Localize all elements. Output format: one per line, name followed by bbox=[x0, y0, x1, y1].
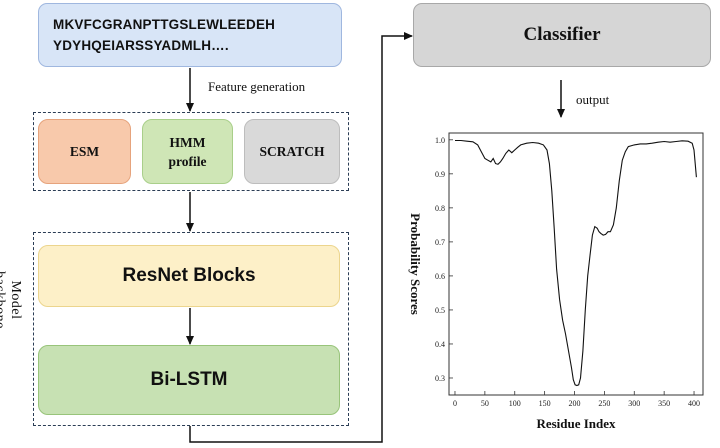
chart-x-axis-label: Residue Index bbox=[536, 416, 616, 431]
x-tick-label: 100 bbox=[509, 399, 521, 408]
classifier-label: Classifier bbox=[523, 24, 601, 45]
sequence-input-box: MKVFCGRANPTTGSLEWLEEDEH YDYHQEIARSSYADML… bbox=[38, 3, 342, 67]
feature-generation-group bbox=[33, 112, 349, 191]
hmm-profile-feature-box: HMM profile bbox=[142, 119, 233, 184]
resnet-blocks-label: ResNet Blocks bbox=[122, 265, 256, 286]
y-tick-label: 0.3 bbox=[435, 374, 445, 383]
probability-chart: 0 50 100 150 200 250 300 350 400 0.3 0.4 0.5 0.6 0.7 0… bbox=[408, 132, 704, 431]
x-tick-label: 50 bbox=[481, 399, 489, 408]
feature-generation-label: Feature generation bbox=[208, 79, 306, 94]
y-tick-label: 0.9 bbox=[435, 170, 445, 179]
model-backbone-label: Model backbone bbox=[0, 271, 23, 329]
y-tick-label: 0.8 bbox=[435, 204, 445, 213]
resnet-blocks-box: ResNet Blocks bbox=[38, 245, 340, 307]
chart-y-axis-label: Probability Scores bbox=[408, 213, 423, 315]
y-tick-label: 0.5 bbox=[435, 306, 445, 315]
x-tick-label: 150 bbox=[539, 399, 551, 408]
hmm-label-line-1: HMM bbox=[169, 134, 206, 150]
arrow-backbone-to-classifier bbox=[189, 32, 413, 443]
esm-feature-box: ESM bbox=[38, 119, 131, 184]
scratch-feature-box: SCRATCH bbox=[244, 119, 340, 184]
output-label: output bbox=[576, 92, 610, 107]
x-tick-label: 250 bbox=[598, 399, 610, 408]
sequence-text: MKVFCGRANPTTGSLEWLEEDEH YDYHQEIARSSYADML… bbox=[53, 14, 275, 56]
scratch-label: SCRATCH bbox=[259, 144, 325, 159]
series-line-probability bbox=[455, 139, 697, 387]
bi-lstm-box: Bi-LSTM bbox=[38, 345, 340, 415]
model-backbone-group bbox=[33, 232, 349, 426]
sequence-line-1: MKVFCGRANPTTGSLEWLEEDEH bbox=[53, 17, 276, 32]
bi-lstm-label: Bi-LSTM bbox=[150, 369, 228, 390]
esm-label: ESM bbox=[69, 144, 100, 159]
sequence-line-2: YDYHQEIARSSYADMLH…. bbox=[53, 38, 229, 53]
y-tick-label: 1.0 bbox=[435, 136, 445, 145]
chart-frame bbox=[448, 132, 704, 396]
x-tick-label: 0 bbox=[453, 399, 457, 408]
x-tick-label: 350 bbox=[658, 399, 670, 408]
y-tick-label: 0.4 bbox=[435, 340, 445, 349]
y-tick-label: 0.6 bbox=[435, 272, 445, 281]
hmm-profile-label: HMM profile bbox=[169, 133, 207, 171]
hmm-label-line-2: profile bbox=[168, 153, 207, 169]
x-tick-label: 400 bbox=[688, 399, 700, 408]
x-tick-label: 200 bbox=[569, 399, 581, 408]
x-tick-label: 300 bbox=[628, 399, 640, 408]
y-tick-label: 0.7 bbox=[435, 238, 445, 247]
classifier-box: Classifier bbox=[413, 3, 711, 67]
